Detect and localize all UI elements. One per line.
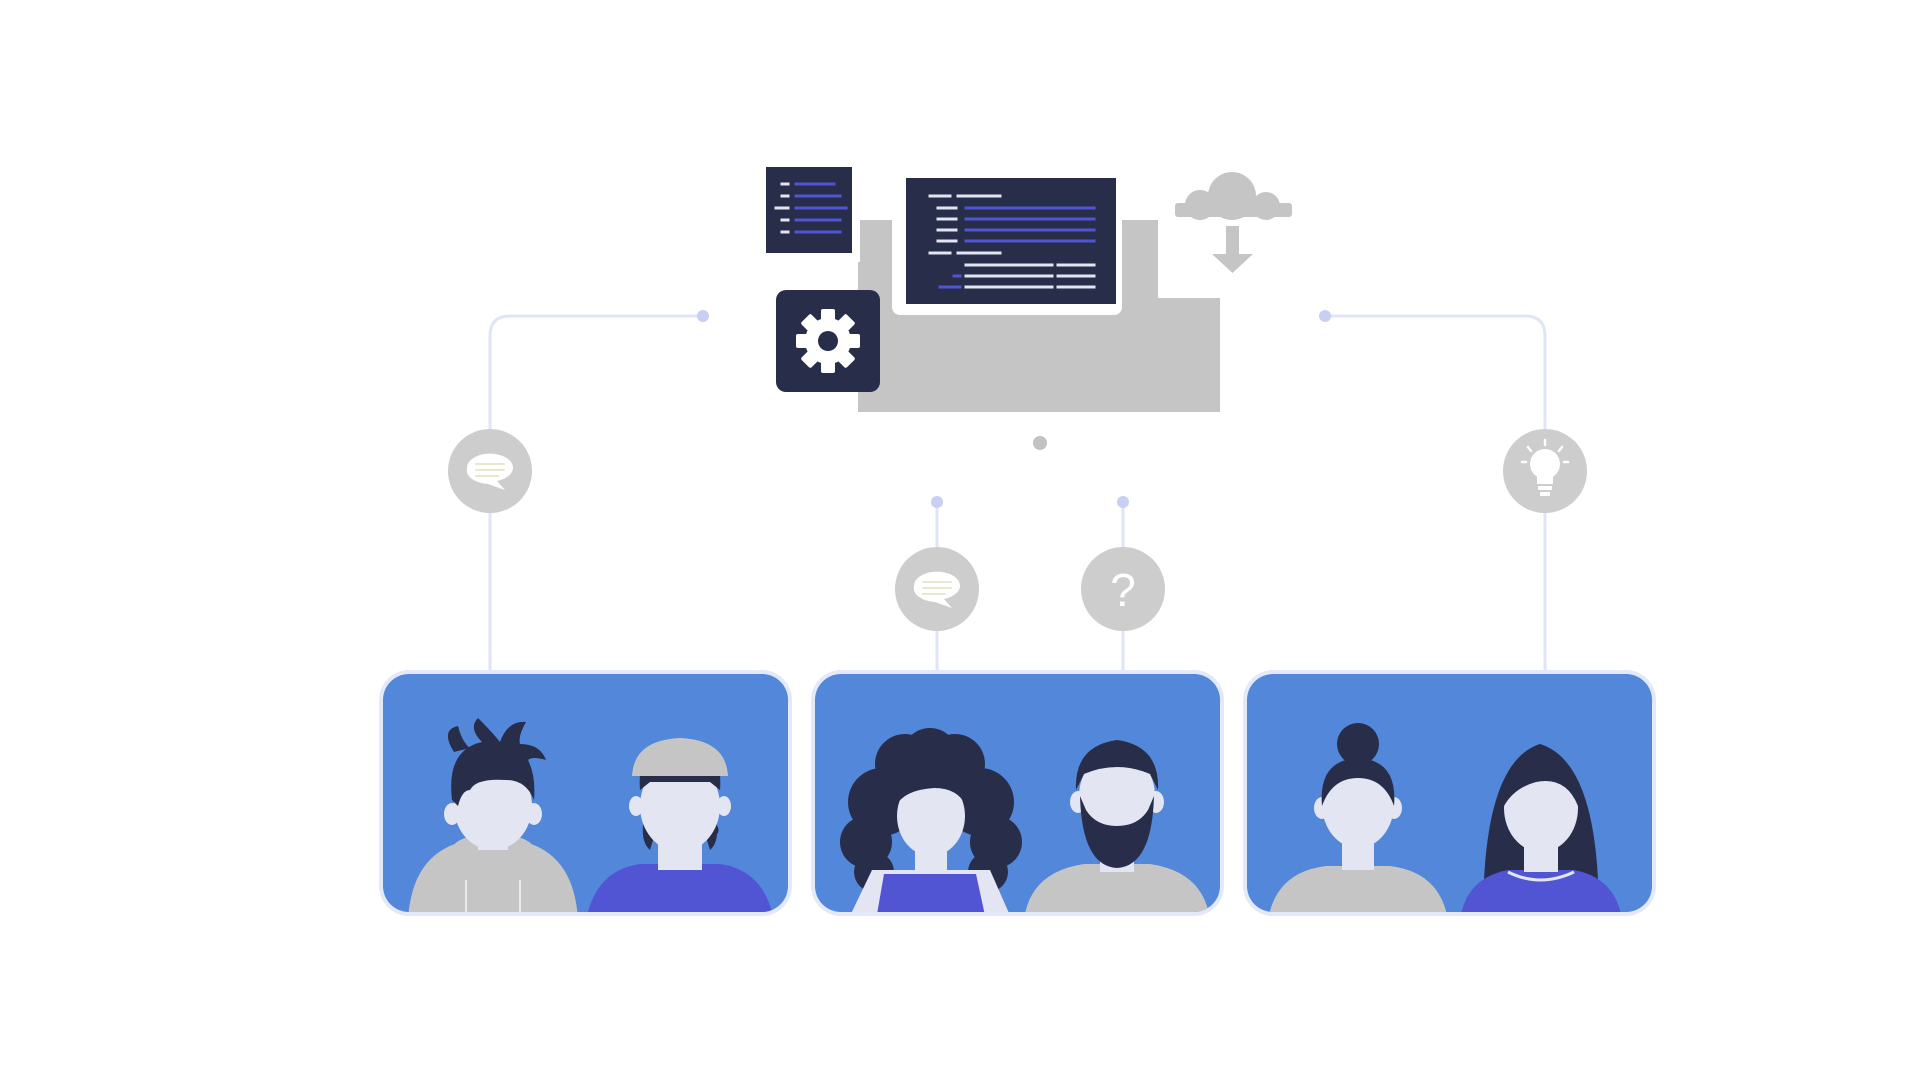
- connector-dot-right: [1319, 310, 1331, 322]
- connector-dots: [697, 310, 1331, 508]
- code-document-icon: [756, 158, 860, 262]
- bun-hair-person: [1268, 723, 1448, 912]
- connector-left: [488, 314, 705, 672]
- team-card-right: [1243, 670, 1656, 916]
- connector-dot-center-right: [1117, 496, 1129, 508]
- chat-bubble-icon: [448, 429, 532, 513]
- beanie-person: [586, 738, 774, 912]
- spiky-hair-hoodie-person: [408, 718, 578, 912]
- bearded-person: [1024, 740, 1210, 912]
- team-card-center: [811, 670, 1224, 916]
- connector-dot-left: [697, 310, 709, 322]
- connector-dot-center-left: [931, 496, 943, 508]
- cloud-download-icon: [1158, 148, 1298, 298]
- team-card-left: [379, 670, 792, 916]
- long-hair-person: [1460, 744, 1622, 912]
- chat-bubble-icon: [895, 547, 979, 631]
- monitor-stand: [992, 462, 1088, 514]
- question-icon: ?: [1081, 547, 1165, 631]
- lightbulb-icon: [1503, 429, 1587, 513]
- code-window-icon: [892, 170, 1122, 315]
- connector-right: [1323, 314, 1547, 672]
- question-mark: ?: [1110, 564, 1136, 616]
- curly-hair-person: [840, 728, 1022, 912]
- gear-icon: [776, 290, 880, 392]
- monitor-power-dot: [1033, 436, 1047, 450]
